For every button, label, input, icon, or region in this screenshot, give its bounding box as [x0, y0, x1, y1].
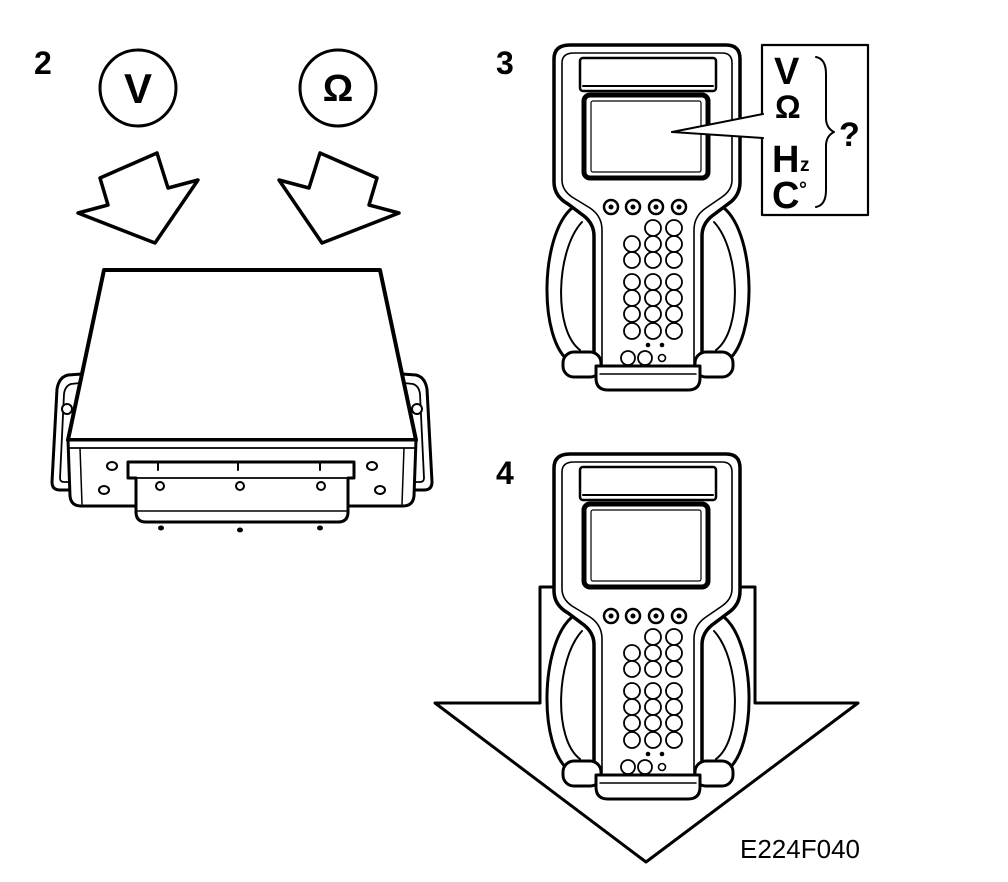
- unit-hertz: H: [772, 139, 799, 181]
- measure-arrow-right-icon: [277, 151, 401, 245]
- front-hole: [366, 461, 378, 471]
- left-mounting-bracket: [50, 372, 84, 492]
- left-strap: [545, 615, 574, 773]
- unit-hertz-subscript: z: [800, 155, 810, 176]
- front-hole: [98, 485, 110, 495]
- unit-celsius-degree: °: [799, 179, 807, 201]
- right-strap: [722, 615, 751, 773]
- bracket-hole: [61, 403, 73, 415]
- scan-tool-step4-slot: [545, 452, 751, 801]
- function-keys: [602, 607, 688, 625]
- brace-icon: [815, 56, 835, 208]
- resistance-circle-icon: [298, 48, 378, 128]
- bracket-hole: [411, 403, 423, 415]
- unit-celsius: C: [772, 175, 799, 217]
- module-connector: [126, 460, 356, 524]
- connector-screw-icon: [155, 481, 165, 491]
- function-keys: [602, 198, 688, 216]
- keypad: [620, 628, 683, 775]
- voltage-symbol: V: [98, 48, 178, 128]
- right-mounting-bracket: [400, 372, 434, 492]
- unit-volt: V: [774, 51, 800, 93]
- scan-tool-screen: [581, 501, 711, 590]
- unit-ohm: Ω: [775, 89, 801, 125]
- module-top-cover: [66, 268, 418, 442]
- query-mark: ?: [839, 116, 860, 154]
- unit-callout: V Ω H z C ° ?: [671, 43, 870, 217]
- scan-tool-step4: [545, 452, 751, 801]
- voltage-circle-icon: [98, 48, 178, 128]
- voltage-label: V: [124, 65, 152, 112]
- front-hole: [106, 461, 118, 471]
- scan-tool-base: [594, 773, 702, 801]
- step-number-4: 4: [496, 455, 514, 491]
- scan-tool-step3: [545, 43, 751, 392]
- keypad: [620, 219, 683, 366]
- connector-screw-icon: [316, 481, 326, 491]
- step-number-2: 2: [34, 45, 52, 81]
- connector-screw-icon: [235, 481, 245, 491]
- measure-arrow-left-icon: [76, 151, 200, 245]
- left-strap: [545, 206, 574, 364]
- status-window: [578, 465, 718, 502]
- status-window: [578, 56, 718, 93]
- right-strap: [722, 206, 751, 364]
- resistance-label: Ω: [323, 68, 353, 110]
- step-number-3: 3: [496, 45, 514, 81]
- front-hole: [374, 485, 386, 495]
- control-module: [50, 268, 434, 533]
- figure-code: E224F040: [740, 834, 860, 864]
- scan-tool-screen: [581, 92, 711, 181]
- resistance-symbol: Ω: [298, 48, 378, 128]
- scan-tool-base: [594, 364, 702, 392]
